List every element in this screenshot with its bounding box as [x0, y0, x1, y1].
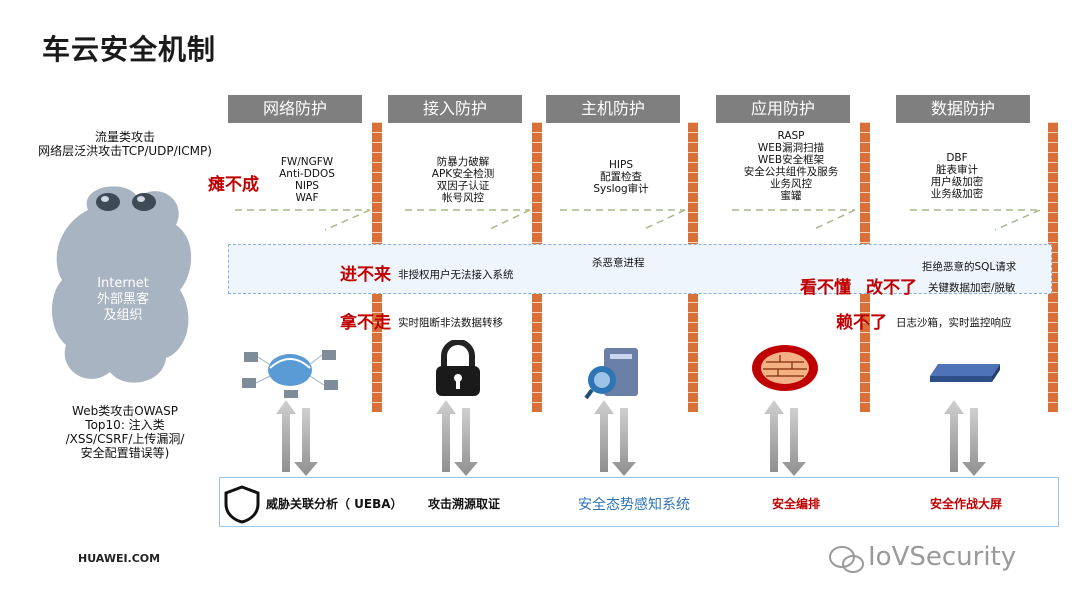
- page-title: 车云安全机制: [42, 33, 217, 66]
- list-item: 用户级加密: [930, 176, 984, 188]
- dashed-attack-arrows: [235, 209, 1041, 231]
- list-item: 蜜罐: [780, 190, 802, 202]
- situation-awareness-label: 安全态势感知系统: [578, 497, 690, 513]
- access-items: 防暴力破解 APK安全检测 双因子认证 帐号风控: [418, 156, 508, 204]
- cant-enter-desc: 非授权用户无法接入系统: [398, 269, 514, 281]
- shield-icon: [224, 485, 260, 524]
- list-item: HIPS: [609, 159, 633, 171]
- list-item: 业务风控: [770, 178, 812, 190]
- network-items: FW/NGFW Anti-DDOS NIPS WAF: [262, 156, 352, 204]
- list-item: DBF: [946, 152, 968, 164]
- bidirectional-arrows: [276, 400, 986, 476]
- trace-label: 攻击溯源取证: [428, 497, 501, 511]
- data-appliance-icon: [930, 364, 1000, 382]
- header-data: 数据防护: [896, 95, 1030, 123]
- battle-screen-label: 安全作战大屏: [930, 497, 1003, 511]
- list-item: RASP: [777, 130, 805, 142]
- data-items: DBF 脏表审计 用户级加密 业务级加密: [912, 152, 1002, 200]
- watermark: IoVSecurity: [868, 542, 1017, 572]
- encrypt-desc: 关键数据加密/脱敏: [928, 282, 1016, 294]
- sql-reject-text: 拒绝恶意的SQL请求: [922, 261, 1017, 273]
- cloud-label: Internet 外部黑客 及组织: [96, 276, 149, 323]
- list-item: 双因子认证: [436, 180, 490, 192]
- callout-cant-change: 改不了: [866, 278, 917, 298]
- kill-process-text: 杀恶意进程: [592, 257, 645, 269]
- app-firewall-icon: [752, 345, 818, 391]
- bottom-systems-bar: [219, 477, 1059, 527]
- list-item: 脏表审计: [936, 164, 978, 176]
- firewall-wall-5: [1048, 122, 1058, 412]
- protection-band: [228, 244, 1052, 294]
- list-item: 配置检查: [600, 171, 642, 183]
- footer-brand: HUAWEI.COM: [78, 552, 161, 565]
- list-item: 业务级加密: [930, 188, 984, 200]
- lock-icon: [436, 340, 480, 396]
- callout-cant-enter: 进不来: [340, 265, 391, 285]
- host-server-icon: [584, 348, 638, 400]
- list-item: WEB安全框架: [757, 154, 825, 166]
- list-item: Syslog审计: [593, 183, 649, 195]
- list-item: Anti-DDOS: [279, 168, 335, 180]
- host-items: HIPS 配置检查 Syslog审计: [576, 159, 666, 195]
- header-host: 主机防护: [546, 95, 680, 123]
- wechat-icon: [829, 546, 864, 573]
- cant-take-desc: 实时阻断非法数据转移: [398, 317, 503, 329]
- list-item: NIPS: [295, 180, 319, 192]
- list-item: FW/NGFW: [280, 156, 334, 168]
- web-attack-text: Web类攻击OWASP Top10: 注入类 /XSS/CSRF/上传漏洞/ 安…: [65, 404, 185, 460]
- traffic-attack-text: 流量类攻击 网络层泛洪攻击TCP/UDP/ICMP): [38, 130, 212, 158]
- sandbox-desc: 日志沙箱，实时监控响应: [896, 317, 1012, 329]
- header-app: 应用防护: [716, 95, 850, 123]
- orchestration-label: 安全编排: [772, 497, 821, 511]
- list-item: APK安全检测: [431, 168, 495, 180]
- internet-cloud: [51, 186, 192, 383]
- callout-paralyze: 瘫不成: [208, 175, 259, 195]
- list-item: 安全公共组件及服务: [743, 166, 839, 178]
- list-item: 防暴力破解: [436, 156, 490, 168]
- list-item: WEB漏洞扫描: [757, 142, 825, 154]
- callout-cant-deny: 赖不了: [836, 313, 887, 333]
- callout-cant-read: 看不懂: [800, 278, 851, 298]
- list-item: 帐号风控: [442, 192, 484, 204]
- header-network: 网络防护: [228, 95, 362, 123]
- ueba-label: 威胁关联分析（ UEBA）: [266, 497, 403, 511]
- network-icon: [242, 350, 338, 398]
- app-items: RASP WEB漏洞扫描 WEB安全框架 安全公共组件及服务 业务风控 蜜罐: [732, 130, 850, 202]
- callout-cant-take: 拿不走: [340, 313, 391, 333]
- header-access: 接入防护: [388, 95, 522, 123]
- list-item: WAF: [295, 192, 319, 204]
